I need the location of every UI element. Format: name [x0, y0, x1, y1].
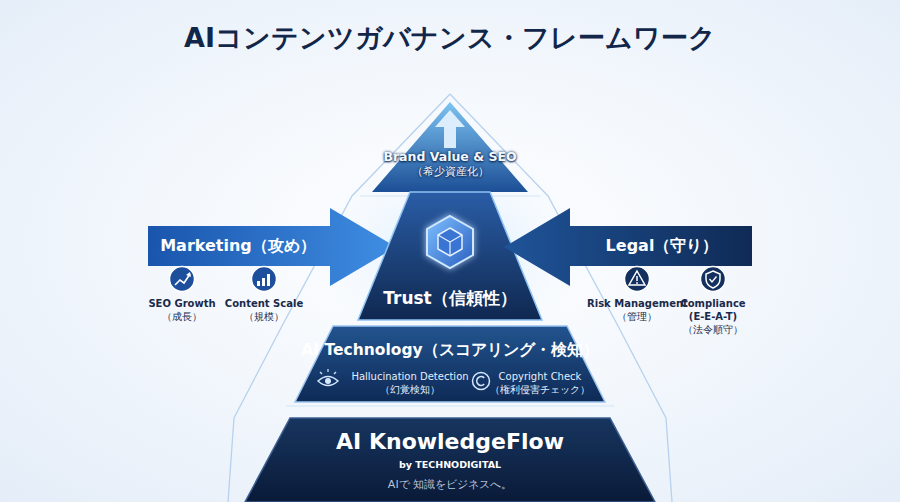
node-text: Legal（守り）	[582, 236, 742, 255]
node-text: AIで 知識をビジネスへ。	[245, 478, 655, 491]
bar-glyph	[262, 278, 265, 286]
frame-line	[286, 406, 614, 407]
eye-icon	[327, 369, 328, 372]
node-text: AI KnowledgeFlow	[245, 429, 655, 455]
cube-outline	[427, 216, 473, 268]
shield-glyph	[710, 277, 717, 283]
node-outline	[372, 102, 528, 192]
node-text: Brand Value & SEO	[372, 149, 528, 164]
top-tier-triangle: Brand Value & SEO（希少資産化）	[372, 102, 528, 192]
eye-icon	[325, 378, 331, 384]
node-text: （幻覚検知）	[345, 384, 475, 396]
diagram-title: AIコンテンツガバナンス・フレームワーク	[0, 20, 900, 56]
node-text: SEO Growth	[132, 298, 232, 310]
node-text: Copyright Check	[488, 371, 592, 383]
technology-tier: AI Technology（スコアリング・検知） Hallucination De…	[295, 326, 605, 402]
node-text: Content Scale	[214, 298, 314, 310]
bar-glyph	[257, 281, 260, 286]
icon-circle	[252, 267, 277, 292]
node-text: Compliance	[663, 298, 763, 310]
node-text: Trust（信頼性）	[355, 288, 545, 308]
up-arrow	[435, 110, 465, 148]
trust-core: Trust（信頼性）	[355, 192, 545, 322]
shield-glyph	[706, 271, 720, 288]
growth-glyph	[186, 272, 191, 277]
warning-glyph	[629, 271, 645, 285]
icon-item: Compliance(E-E-A-T)（法令順守）	[663, 264, 763, 340]
eye-icon	[334, 372, 336, 374]
eye-icon	[318, 377, 338, 386]
copyright-icon	[477, 377, 484, 386]
cube-edge	[450, 235, 462, 242]
eye-icon	[320, 372, 322, 374]
copyright-icon	[473, 373, 490, 390]
node-text: (E-E-A-T)	[663, 311, 763, 323]
node-text: （希少資産化）	[372, 165, 528, 178]
node-text: Risk Management	[587, 298, 687, 310]
icon-item: Copyright Check（権利侵害チェック）	[488, 371, 592, 399]
node-text: （権利侵害チェック）	[488, 384, 592, 395]
icon-item: Hallucination Detection（幻覚検知）	[345, 371, 475, 399]
growth-glyph	[175, 274, 190, 285]
node-text: Hallucination Detection	[345, 371, 475, 383]
icon-item: Risk Management（管理）	[587, 264, 687, 324]
node-shape	[372, 102, 528, 192]
node-text: （法令順守）	[663, 324, 763, 336]
icon-item: Content Scale（規模）	[214, 264, 314, 324]
node-text: AI Technology（スコアリング・検知）	[295, 341, 605, 360]
cube-edge	[449, 242, 450, 256]
cube-inner	[438, 228, 462, 256]
node-outline	[504, 208, 752, 286]
warning-glyph	[636, 276, 638, 281]
icon-item: SEO Growth（成長）	[132, 264, 232, 324]
foundation-tier: AI KnowledgeFlow by TECHNODIGITAL AIで 知識をビ…	[245, 418, 655, 502]
icon-circle	[625, 267, 650, 292]
cube-edge	[438, 235, 450, 242]
node-text: （成長）	[132, 311, 232, 323]
node-text: Marketing（攻め）	[158, 236, 318, 255]
icon-circle	[170, 267, 195, 292]
warning-glyph	[636, 282, 638, 284]
icon-circle	[701, 267, 726, 292]
node-text: by TECHNODIGITAL	[245, 459, 655, 470]
bar-glyph	[267, 274, 270, 286]
cube-icon	[427, 216, 473, 268]
node-outline	[148, 208, 396, 286]
node-outline	[245, 418, 655, 502]
node-text: （規模）	[214, 311, 314, 323]
legal-arrow: Legal（守り）Risk Management（管理）Compliance(E…	[502, 200, 752, 340]
node-outline	[295, 326, 605, 402]
node-text: （管理）	[587, 311, 687, 323]
